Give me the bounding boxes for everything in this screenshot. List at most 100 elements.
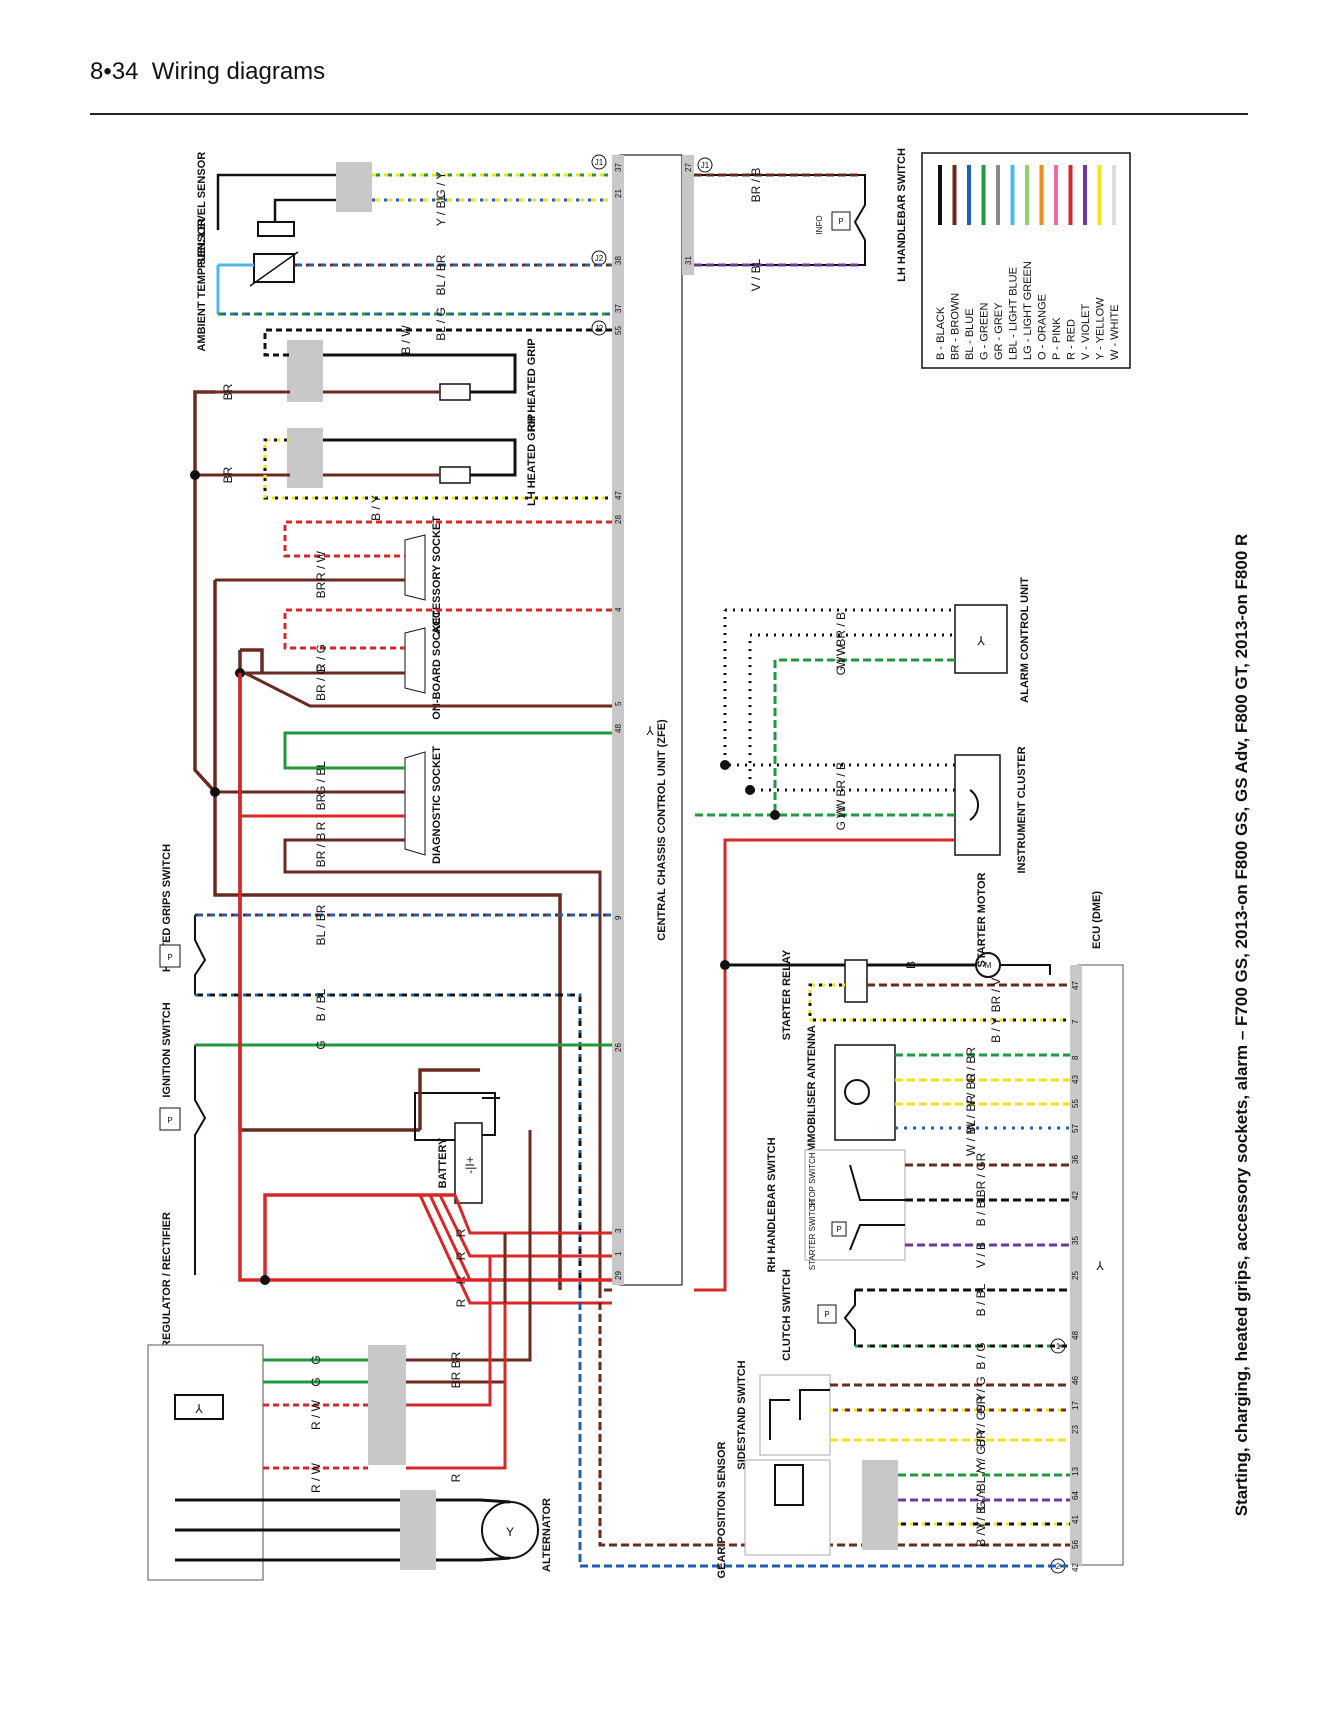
instrument-cluster-label: INSTRUMENT CLUSTER xyxy=(1016,746,1028,873)
wire-label: W / BR / B xyxy=(834,762,848,818)
ecu-pin: 42 xyxy=(1071,1563,1080,1572)
wire-label: BR xyxy=(221,383,235,400)
ecu-pin: 64 xyxy=(1071,1491,1080,1500)
zfe-pin: 5 xyxy=(614,701,623,706)
legend-item: P - PINK xyxy=(1051,317,1063,360)
svg-text:M: M xyxy=(985,961,992,970)
wire-label: R xyxy=(454,1298,468,1307)
svg-text:P: P xyxy=(824,1310,829,1319)
legend-item: R - RED xyxy=(1066,319,1078,360)
regulator-rectifier-label: REGULATOR / RECTIFIER xyxy=(161,1212,173,1348)
ecu-label: ECU (DME) xyxy=(1091,891,1103,949)
starter-motor-label: STARTER MOTOR xyxy=(976,872,988,967)
ecu-symbol-icon: ⅄ xyxy=(1095,1259,1104,1273)
wire-label: BR / GR xyxy=(974,1152,988,1197)
zfe-pin: 47 xyxy=(614,491,623,500)
legend-item: V - VIOLET xyxy=(1080,303,1092,360)
accessory-socket-label: ACCESSORY SOCKET xyxy=(431,516,443,634)
clutch-switch: CLUTCH SWITCH P B / BL B / G xyxy=(781,1269,1070,1370)
lh-handlebar-switch-label: LH HANDLEBAR SWITCH xyxy=(896,148,908,282)
legend-item: LBL - LIGHT BLUE xyxy=(1008,267,1020,360)
ecu-pin: 46 xyxy=(1071,1376,1080,1385)
wire-label: B / G xyxy=(974,1342,988,1369)
wire-label: G xyxy=(314,1040,328,1049)
legend-item: G - GREEN xyxy=(979,302,991,360)
ecu-pin: 43 xyxy=(1071,1075,1080,1084)
connector-c1: 1 xyxy=(1056,1342,1061,1351)
connector-markers: J1 J2 J2 J1 1 2 xyxy=(591,154,1066,1574)
wire-label: V / B / Y xyxy=(974,1488,988,1532)
wire-label: R xyxy=(454,1228,468,1237)
wire-label: G / Y xyxy=(434,171,448,198)
ambient-temp-sensor-label: AMBIENT TEMP SENSOR xyxy=(196,218,208,351)
zfe-pin: 4 xyxy=(614,607,623,612)
immobiliser-antenna: IMMOBILISER ANTENNA G / BR Y / BR W / BR… xyxy=(806,1025,1070,1156)
ecu-pin: 47 xyxy=(1071,981,1080,990)
accessory-socket: ACCESSORY SOCKET R / W BR xyxy=(215,516,612,634)
wire-label: BR / B xyxy=(314,833,328,868)
wire-label: BR BR xyxy=(449,1351,463,1388)
rh-handlebar-switch: RH HANDLEBAR SWITCH STARTER SWITCH STOP … xyxy=(766,1137,1070,1273)
wire-label: Y / BL xyxy=(434,193,448,226)
wire-label: GR / G xyxy=(974,1376,988,1413)
alternator-symbol-icon: Y xyxy=(506,1525,514,1539)
starter-switch-label: STARTER SWITCH xyxy=(808,1200,817,1271)
svg-text:P: P xyxy=(167,953,172,962)
zfe-pin: 37 xyxy=(614,304,623,313)
legend-item: BL - BLUE xyxy=(964,308,976,360)
ecu-pin: 36 xyxy=(1071,1155,1080,1164)
zfe-pin: 28 xyxy=(614,515,623,524)
wire-label: BR xyxy=(221,466,235,483)
starter-motor: M STARTER MOTOR B xyxy=(720,872,1051,978)
alarm-control-unit: ⅄ ALARM CONTROL UNIT W / BR / B G / W xyxy=(725,577,1031,815)
wire-label: B / BL xyxy=(314,988,328,1021)
zfe-pin: 3 xyxy=(614,1228,623,1233)
info-label: INFO xyxy=(815,215,824,234)
alarm-control-unit-label: ALARM CONTROL UNIT xyxy=(1019,577,1031,703)
alternator: Y ALTERNATOR xyxy=(436,1288,1070,1572)
on-board-socket-label: ON-BOARD SOCKET xyxy=(431,610,443,720)
svg-text:P: P xyxy=(167,1116,172,1125)
battery-label: BATTERY xyxy=(437,1137,449,1188)
on-board-socket: ON-BOARD SOCKET R / G BR / G xyxy=(244,608,612,720)
wire-label: B / Y xyxy=(974,1521,988,1547)
zfe-pin: 9 xyxy=(614,915,623,920)
legend-swatches xyxy=(938,165,1116,225)
wire-label: Y / G / Y xyxy=(974,1428,988,1473)
ecu-pin: 23 xyxy=(1071,1425,1080,1434)
wire-label: R / W xyxy=(314,550,328,581)
lh-heated-grip: LH HEATED GRIP B / Y BR xyxy=(195,414,612,521)
legend-item: BR - BROWN xyxy=(950,293,962,360)
wire-label: BL / BR xyxy=(314,904,328,945)
wire-label: BR / G / Y xyxy=(974,1393,988,1447)
ecu-pin: 13 xyxy=(1071,1467,1080,1476)
diagnostic-socket: DIAGNOSTIC SOCKET G / BL BR R BR / B xyxy=(215,731,612,1290)
ignition-switch-label: IGNITION SWITCH xyxy=(161,1002,173,1097)
lh-heated-grip-label: LH HEATED GRIP xyxy=(526,414,538,506)
connector-j2: J2 xyxy=(595,254,604,263)
alarm-symbol-icon: ⅄ xyxy=(976,634,985,648)
immobiliser-antenna-label: IMMOBILISER ANTENNA xyxy=(806,1025,818,1155)
ambient-temp-sensor: AMBIENT TEMP SENSOR BL / BR BL / G xyxy=(196,218,612,352)
heated-grips-switch: HEATED GRIPS SWITCH P BL / BR B / BL xyxy=(159,844,612,1290)
rh-heated-grip: RH HEATED GRIP B / W BR xyxy=(195,325,612,432)
header-rule xyxy=(90,113,1248,115)
zfe-pin: 48 xyxy=(614,724,623,733)
wire-label: BR xyxy=(314,793,328,810)
legend-item: O - ORANGE xyxy=(1037,294,1049,360)
wire-label: R / G xyxy=(314,644,328,672)
legend-item: GR - GREY xyxy=(993,302,1005,360)
zfe-pin: 1 xyxy=(614,1251,623,1256)
page-header: 8•34 Wiring diagrams xyxy=(90,58,325,86)
zfe-pin: 31 xyxy=(684,256,693,265)
connector-j1: J1 xyxy=(595,158,604,167)
heated-grips-switch-label: HEATED GRIPS SWITCH xyxy=(161,844,173,972)
legend-item: LG - LIGHT GREEN xyxy=(1022,261,1034,360)
wire-label: BR / B xyxy=(749,168,763,203)
fuel-level-sensor-label: FUEL LEVEL SENSOR xyxy=(196,152,208,268)
wire-label: B / BL xyxy=(974,1283,988,1316)
ecu-pin: 48 xyxy=(1071,1331,1080,1340)
clutch-switch-label: CLUTCH SWITCH xyxy=(781,1269,793,1361)
